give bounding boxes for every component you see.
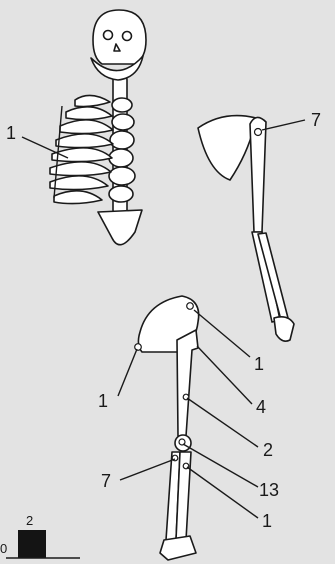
foot [160, 536, 196, 560]
scale-bar [6, 530, 80, 558]
scapula [198, 116, 256, 180]
scale-label-top: 2 [26, 514, 33, 527]
arm-leader-line [262, 120, 305, 130]
torso-skeleton [22, 10, 146, 245]
eye-socket-left [104, 31, 113, 40]
arm-skeleton [198, 116, 305, 342]
pelvis-dot-right [187, 303, 194, 310]
scale-block [18, 530, 46, 558]
callout-femur-head: 4 [256, 398, 266, 416]
skull [93, 10, 146, 64]
eye-socket-right [123, 32, 132, 41]
arm-joint-dot [255, 129, 262, 136]
sacrum [98, 210, 142, 245]
callout-fibula: 7 [101, 472, 111, 490]
ribcage [50, 95, 113, 203]
callout-pelvis-right: 1 [254, 355, 264, 373]
hand [274, 317, 294, 341]
callout-ribcage: 1 [6, 124, 16, 142]
scale-label-left: 0 [0, 542, 7, 555]
callout-pelvis-left: 1 [98, 392, 108, 410]
callout-tibia: 1 [262, 512, 272, 530]
callout-femur: 2 [263, 441, 273, 459]
leg-skeleton [118, 296, 258, 560]
femur [177, 330, 198, 436]
callout-arm: 7 [311, 111, 321, 129]
pelvis-dot-left [135, 344, 142, 351]
callout-knee: 13 [259, 481, 279, 499]
